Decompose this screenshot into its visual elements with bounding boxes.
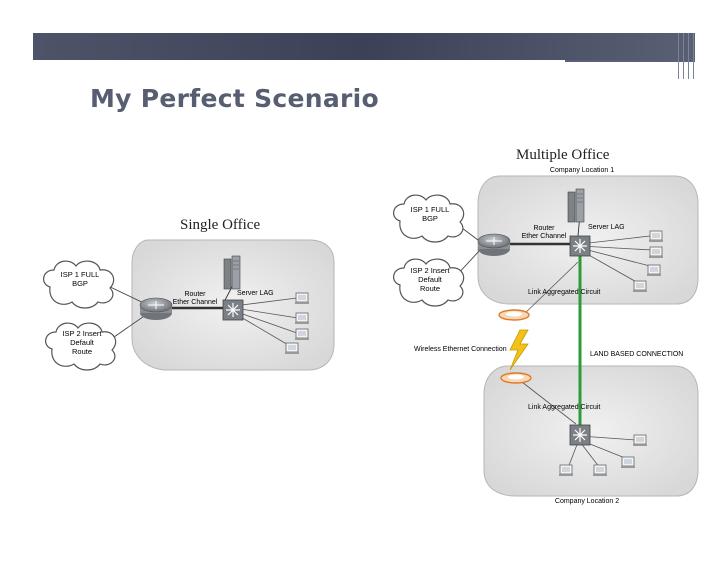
location1-label: Company Location 1 [550, 167, 614, 174]
pc-icon [294, 328, 310, 341]
antenna-icon [498, 309, 530, 321]
multiple-office: Multiple Office Company Location 1 Compa… [392, 147, 699, 505]
location2-label: Company Location 2 [555, 498, 619, 505]
router-label: Router [184, 291, 206, 298]
isp1-label-line2: BGP [422, 214, 438, 223]
router-icon [477, 233, 511, 257]
pc-icon [294, 292, 310, 305]
pc-icon [284, 342, 300, 355]
ether-channel-label: Ether Channel [173, 299, 218, 306]
isp2-label-line3: Route [420, 284, 440, 293]
lightning-icon [509, 329, 529, 371]
server-icon [223, 255, 241, 290]
switch-icon [569, 235, 591, 257]
location2-area [483, 365, 699, 497]
isp2-label-line2: Default [70, 338, 95, 347]
pc-icon [648, 246, 664, 259]
isp1-label-line1: ISP 1 FULL [411, 205, 450, 214]
isp1-label-line2: BGP [72, 279, 88, 288]
title-bar-accent [565, 60, 695, 78]
single-office-heading: Single Office [180, 217, 260, 233]
router-icon [139, 297, 173, 321]
pc-icon [648, 230, 664, 243]
title-bar-stripes [676, 33, 696, 79]
isp1-label-line1: ISP 1 FULL [61, 270, 100, 279]
title-bar [33, 33, 695, 60]
pc-icon [558, 464, 574, 477]
slide-title: My Perfect Scenario [90, 84, 380, 113]
pc-icon [646, 264, 662, 277]
antenna-icon [500, 372, 532, 384]
server-lag-label: Server LAG [237, 290, 274, 297]
pc-icon [592, 464, 608, 477]
pc-icon [294, 312, 310, 325]
multiple-office-heading: Multiple Office [516, 147, 610, 163]
isp2-label-line1: ISP 2 Insert [62, 329, 102, 338]
router-label: Router [533, 225, 555, 232]
isp2-label-line1: ISP 2 Insert [410, 266, 450, 275]
ether-channel-label: Ether Channel [522, 233, 567, 240]
pc-icon [632, 280, 648, 293]
lag-circuit-top-label: Link Aggregated Circuit [528, 289, 600, 296]
wireless-label: Wireless Ethernet Connection [414, 346, 507, 353]
server-icon [567, 188, 585, 223]
single-office: Single Office ISP 1 FULL BGP ISP 2 Inser… [42, 217, 335, 371]
isp2-label-line2: Default [418, 275, 443, 284]
pc-icon [620, 456, 636, 469]
server-lag-label: Server LAG [588, 224, 625, 231]
lag-circuit-bottom-label: Link Aggregated Circuit [528, 404, 600, 411]
switch-icon [569, 424, 591, 446]
land-based-label: LAND BASED CONNECTION [590, 351, 683, 358]
isp2-label-line3: Route [72, 347, 92, 356]
switch-icon [222, 299, 244, 321]
pc-icon [632, 434, 648, 447]
